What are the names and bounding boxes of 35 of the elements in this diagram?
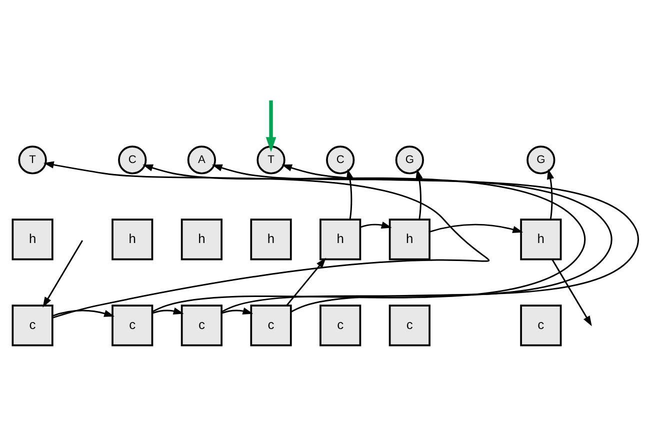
arrow xyxy=(552,259,592,326)
node-box: c xyxy=(320,304,362,346)
node-circle: C xyxy=(326,146,355,174)
arrow xyxy=(282,164,639,312)
node-circle: A xyxy=(187,146,216,174)
node-box: h xyxy=(12,218,54,260)
arrow xyxy=(152,308,184,315)
arrow xyxy=(360,222,392,229)
node-box: h xyxy=(388,218,430,260)
arrow xyxy=(286,258,326,306)
node-box: c xyxy=(520,304,562,346)
arrow xyxy=(212,164,612,312)
node-box: c xyxy=(250,304,292,346)
node-box: c xyxy=(388,304,430,346)
arrow xyxy=(222,308,254,315)
arrow xyxy=(52,310,115,317)
node-circle: G xyxy=(395,146,424,174)
arrow xyxy=(546,168,554,220)
node-box: c xyxy=(12,304,54,346)
arrow xyxy=(142,164,586,312)
node-circle: T xyxy=(18,146,47,174)
node-box: c xyxy=(180,304,222,346)
node-circle: C xyxy=(118,146,147,174)
node-box: h xyxy=(250,218,292,260)
node-circle: T xyxy=(256,146,286,174)
arrow xyxy=(416,168,423,220)
node-box: h xyxy=(180,218,222,260)
arrow xyxy=(429,224,524,233)
node-box: h xyxy=(520,218,562,260)
node-circle: G xyxy=(526,146,556,174)
node-box: c xyxy=(112,304,154,346)
node-box: h xyxy=(112,218,154,260)
node-box: h xyxy=(320,218,362,260)
arrow xyxy=(266,100,276,152)
arrow xyxy=(42,240,84,308)
